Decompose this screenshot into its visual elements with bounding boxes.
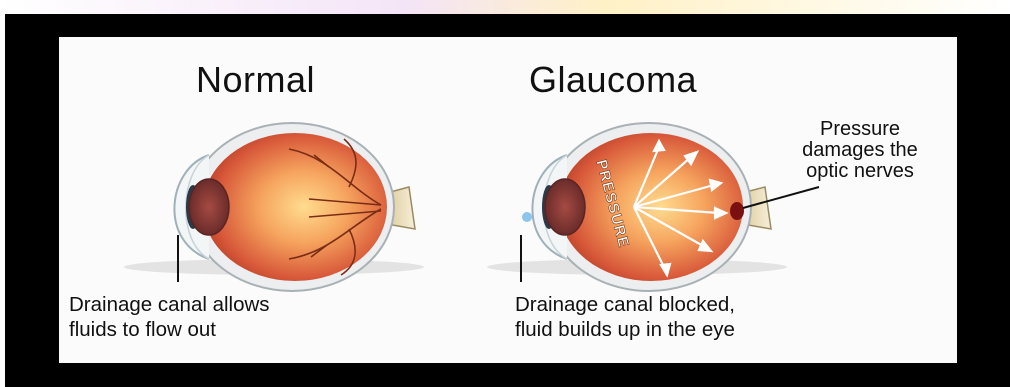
normal-caption: Drainage canal allows fluids to flow out <box>69 292 270 342</box>
top-decor-band <box>0 0 1010 14</box>
normal-eye <box>124 123 424 291</box>
normal-retina <box>203 133 387 281</box>
normal-lens <box>189 179 229 235</box>
damaged-optic-disc <box>730 202 744 220</box>
optic-nerve-pointer-label: Pressure damages the optic nerves <box>765 119 955 182</box>
comparison-panel: PRESSURE Normal Glaucoma Pressure damage… <box>59 37 957 363</box>
normal-title: Normal <box>196 59 315 101</box>
glaucoma-lens <box>545 179 585 235</box>
glaucoma-title: Glaucoma <box>529 59 697 101</box>
blocked-canal-marker <box>522 212 532 222</box>
glaucoma-caption: Drainage canal blocked, fluid builds up … <box>515 292 735 342</box>
